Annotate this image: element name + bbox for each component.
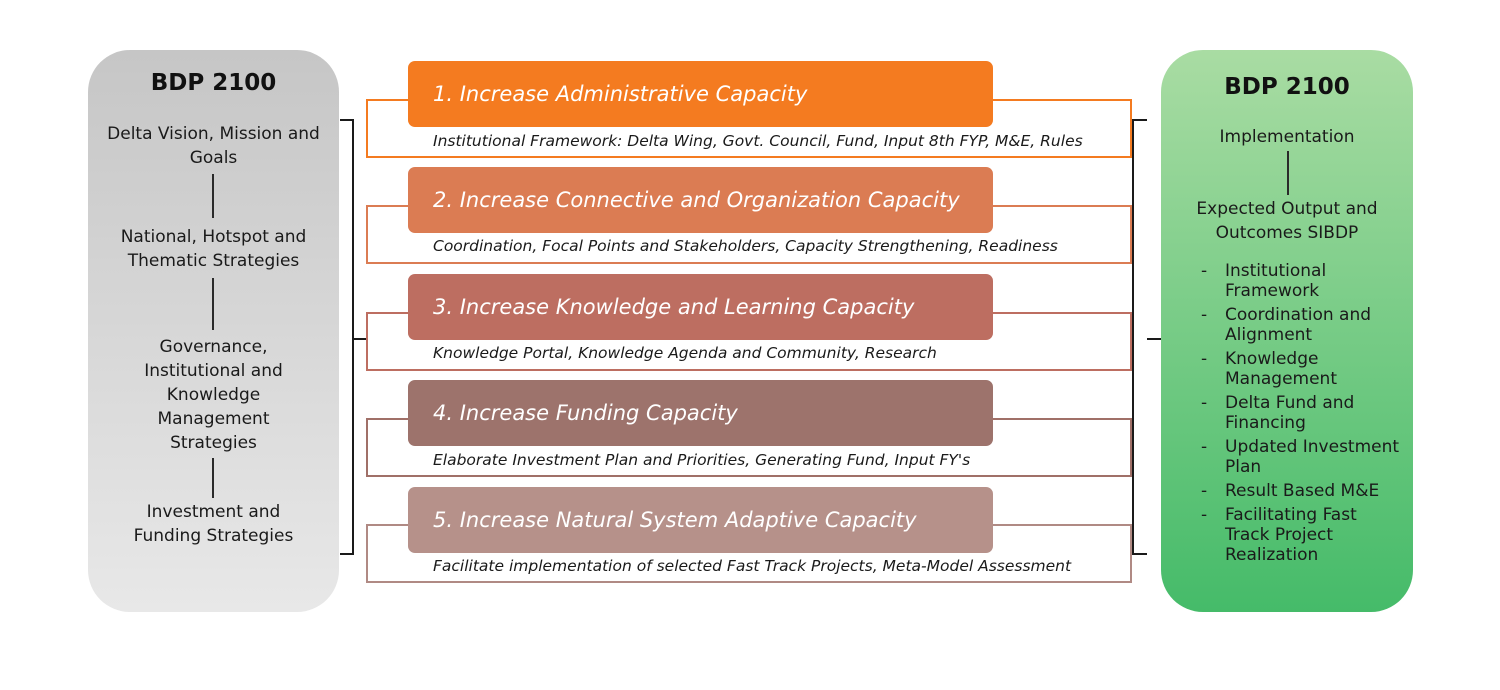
- left-item-governance: Governance, Institutional and Knowledge …: [144, 337, 283, 453]
- capacity-title-3: 3. Increase Knowledge and Learning Capac…: [433, 295, 915, 319]
- bullet-dash: -: [1201, 349, 1208, 369]
- right-expected-output: Expected Output and Outcomes SIBDP: [1196, 199, 1378, 243]
- left-connector-1: [212, 174, 214, 218]
- right-bracket-tick: [1147, 338, 1161, 340]
- capacity-title-5: 5. Increase Natural System Adaptive Capa…: [433, 508, 917, 532]
- right-bullet-list: -Institutional Framework -Coordination a…: [1201, 261, 1401, 569]
- list-item: -Delta Fund and Financing: [1201, 393, 1355, 433]
- left-bracket: [340, 119, 354, 555]
- bullet-dash: -: [1201, 505, 1208, 525]
- capacity-header-4: 4. Increase Funding Capacity: [408, 380, 993, 446]
- list-item: -Updated Investment Plan: [1201, 437, 1400, 477]
- capacity-description-4: Elaborate Investment Plan and Priorities…: [433, 451, 971, 469]
- capacity-title-4: 4. Increase Funding Capacity: [433, 401, 738, 425]
- capacity-description-3: Knowledge Portal, Knowledge Agenda and C…: [433, 344, 937, 362]
- capacity-description-2: Coordination, Focal Points and Stakehold…: [433, 237, 1058, 255]
- list-item: -Institutional Framework: [1201, 261, 1327, 301]
- capacity-description-1: Institutional Framework: Delta Wing, Gov…: [433, 132, 1083, 150]
- left-item-investment: Investment and Funding Strategies: [133, 502, 294, 546]
- capacity-header-1: 1. Increase Administrative Capacity: [408, 61, 993, 127]
- capacity-description-5: Facilitate implementation of selected Fa…: [433, 557, 1072, 575]
- capacity-header-2: 2. Increase Connective and Organization …: [408, 167, 993, 233]
- right-bracket: [1132, 119, 1147, 555]
- bullet-dash: -: [1201, 481, 1208, 501]
- left-connector-2: [212, 278, 214, 330]
- bullet-dash: -: [1201, 261, 1208, 281]
- bullet-dash: -: [1201, 305, 1208, 325]
- bullet-dash: -: [1201, 393, 1208, 413]
- right-connector: [1287, 151, 1289, 195]
- left-item-strategies: National, Hotspot and Thematic Strategie…: [120, 227, 307, 271]
- capacity-title-2: 2. Increase Connective and Organization …: [433, 188, 960, 212]
- list-item: -Knowledge Management: [1201, 349, 1337, 389]
- right-implementation: Implementation: [1219, 127, 1355, 147]
- list-item: -Coordination and Alignment: [1201, 305, 1372, 345]
- right-panel-title: BDP 2100: [1224, 74, 1350, 100]
- list-item: -Result Based M&E: [1201, 481, 1380, 501]
- left-item-vision: Delta Vision, Mission and Goals: [107, 124, 320, 168]
- left-connector-3: [212, 458, 214, 498]
- capacity-header-3: 3. Increase Knowledge and Learning Capac…: [408, 274, 993, 340]
- capacity-header-5: 5. Increase Natural System Adaptive Capa…: [408, 487, 993, 553]
- left-panel-bdp-2100: BDP 2100 Delta Vision, Mission and Goals…: [88, 50, 339, 612]
- right-panel-bdp-2100: BDP 2100 Implementation Expected Output …: [1161, 50, 1413, 612]
- list-item: -Facilitating Fast Track Project Realiza…: [1201, 505, 1357, 565]
- left-bracket-tick: [352, 338, 366, 340]
- capacity-title-1: 1. Increase Administrative Capacity: [433, 82, 808, 106]
- bullet-dash: -: [1201, 437, 1208, 457]
- left-panel-title: BDP 2100: [150, 70, 277, 96]
